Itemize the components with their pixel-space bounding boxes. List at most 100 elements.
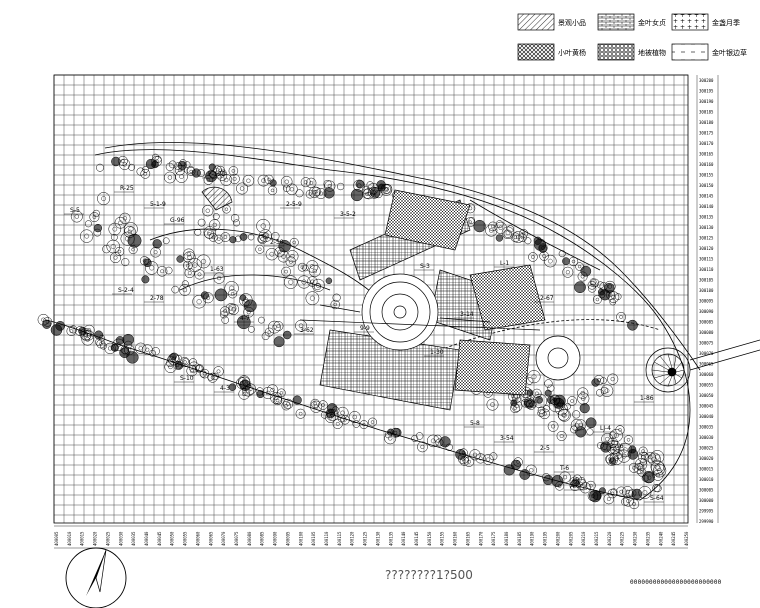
bottom-coord-label: 400250 [684, 531, 689, 546]
scale-label: ????????1?500 [385, 568, 473, 582]
right-coord-label: 300065 [699, 362, 714, 367]
right-coord-label: 300075 [699, 341, 714, 346]
right-coord-label: 300160 [699, 162, 714, 167]
right-coord-label: 300165 [699, 152, 714, 157]
plant-label: 4-3 [220, 385, 230, 392]
plant-label: 1-86 [640, 395, 654, 402]
bottom-coord-label: 400195 [543, 531, 548, 546]
legend-swatch-brick [597, 13, 635, 31]
right-coord-label: 300060 [699, 372, 714, 377]
bottom-coord-label: 400170 [478, 531, 483, 546]
right-coord-label: 300045 [699, 404, 714, 409]
bottom-coord-label: 400085 [260, 531, 265, 546]
bottom-coord-label: 400095 [285, 531, 290, 546]
footer-label: 000000000000000000000000 [630, 579, 722, 586]
legend-swatch-diag [517, 13, 555, 31]
bottom-coord-label: 400155 [440, 531, 445, 546]
right-coordinate-labels: 3002003001953001903001853001803001753001… [699, 78, 714, 524]
bottom-coord-label: 400015 [80, 531, 85, 546]
bottom-coord-label: 400215 [594, 531, 599, 546]
bottom-coord-label: 400150 [427, 531, 432, 546]
plant-label: T-6 [559, 465, 569, 472]
bottom-coord-label: 400175 [491, 531, 496, 546]
bottom-coord-label: 400240 [658, 531, 663, 546]
plant-label: 5-1-9 [150, 201, 166, 208]
plant-labels: P-120R-255-1-9S-5G-962-5-93-5-22-501-63S… [64, 171, 664, 503]
plant-label: LJ-4 [600, 425, 611, 432]
tree-clusters [37, 153, 667, 510]
bottom-coord-label: 400050 [170, 531, 175, 546]
north-arrow [65, 547, 127, 608]
bottom-coord-label: 400105 [311, 531, 316, 546]
right-coord-label: 300140 [699, 204, 714, 209]
bottom-coord-label: 400120 [350, 531, 355, 546]
plant-label: 3-54 [500, 435, 514, 442]
bottom-coord-label: 400125 [363, 531, 368, 546]
plant-label: R-25 [120, 185, 134, 192]
bottom-coord-label: 400055 [183, 531, 188, 546]
plant-label: 2-50 [270, 239, 284, 246]
plant-label: 5-8 [470, 420, 480, 427]
bottom-coord-label: 400210 [581, 531, 586, 546]
bottom-coord-label: 400040 [144, 531, 149, 546]
bottom-coord-label: 400045 [157, 531, 162, 546]
legend-swatch-dots [671, 13, 709, 31]
bottom-coord-label: 400235 [645, 531, 650, 546]
right-coord-label: 300100 [699, 288, 714, 293]
right-coord-label: 300130 [699, 225, 714, 230]
right-coord-label: 300170 [699, 141, 714, 146]
legend-label: 景观小品 [558, 18, 586, 27]
legend-swatch-cross [517, 43, 555, 61]
bottom-coord-label: 400115 [337, 531, 342, 546]
bottom-coord-label: 400110 [324, 531, 329, 546]
bottom-coord-label: 400060 [195, 531, 200, 546]
right-coord-label: 300115 [699, 257, 714, 262]
right-coord-label: 300010 [699, 477, 714, 482]
right-coord-label: 300000 [699, 498, 714, 503]
plant-label: S-10 [180, 375, 194, 382]
right-coord-label: 300120 [699, 246, 714, 251]
bottom-coord-label: 400010 [67, 531, 72, 546]
bottom-coord-label: 400190 [530, 531, 535, 546]
plant-label: 3-16 [610, 443, 624, 450]
right-coord-label: 300095 [699, 299, 714, 304]
bottom-coord-label: 400135 [388, 531, 393, 546]
bottom-coord-label: 400165 [465, 531, 470, 546]
plant-label: G-96 [170, 217, 185, 224]
pavilion-symbol [645, 347, 691, 393]
right-coord-label: 300180 [699, 120, 714, 125]
bottom-coord-label: 400230 [633, 531, 638, 546]
right-coord-label: 300025 [699, 446, 714, 451]
bottom-coord-label: 400070 [221, 531, 226, 546]
right-coord-label: 300150 [699, 183, 714, 188]
bottom-coord-label: 400065 [208, 531, 213, 546]
bottom-coord-label: 400020 [93, 531, 98, 546]
legend-label: 金盏月季 [712, 18, 740, 27]
right-coord-label: 300085 [699, 320, 714, 325]
right-coord-label: 300020 [699, 456, 714, 461]
plant-label: 2-67 [540, 295, 554, 302]
plant-label: 1-63 [210, 266, 224, 273]
legend-label: 金叶女贞 [638, 18, 666, 27]
bottom-coord-label: 400075 [234, 531, 239, 546]
bottom-coord-label: 400180 [504, 531, 509, 546]
plant-label: S-2-4 [118, 287, 134, 294]
right-coord-label: 300035 [699, 425, 714, 430]
bottom-coord-label: 400205 [568, 531, 573, 546]
right-coord-label: 300005 [699, 488, 714, 493]
right-coord-label: 300015 [699, 467, 714, 472]
right-coord-label: 300105 [699, 278, 714, 283]
bottom-coord-label: 400220 [607, 531, 612, 546]
right-coord-label: 300090 [699, 309, 714, 314]
plant-label: S-3 [420, 263, 430, 270]
right-coord-label: 300125 [699, 236, 714, 241]
plant-label: 9-9 [360, 325, 370, 332]
right-coord-label: 300195 [699, 89, 714, 94]
plant-label: 4-7 [240, 315, 250, 322]
legend-swatch-dash [671, 43, 709, 61]
right-coord-label: 300175 [699, 131, 714, 136]
right-coord-label: 300185 [699, 110, 714, 115]
coordinate-grid [53, 74, 719, 549]
